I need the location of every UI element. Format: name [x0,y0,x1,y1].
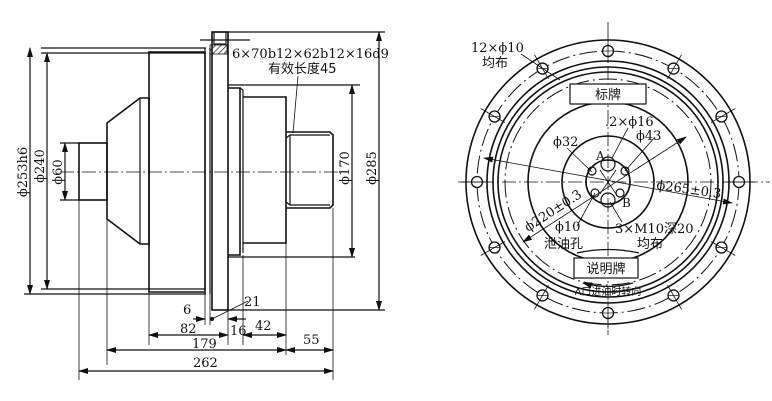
spline-spec: 6×70b12×62b12×16d9 [232,47,389,62]
dim-phi253h6: ϕ253h6 [16,147,31,197]
bolt-hole-radial [710,241,736,256]
port-holes-spec: .2×ϕ16 [605,115,654,130]
flange [200,31,385,311]
dim-phi240: ϕ240 [33,149,48,183]
nameplate: 标牌 [569,83,647,105]
end-view: A B 12×ϕ10 均布 .2×ϕ16 ϕ43 ϕ32 [458,22,770,335]
spline-note: 6×70b12×62b12×16d9 有效长度45 [232,47,389,134]
port-a-label: A [595,149,605,163]
bolt-hole-radial [667,54,682,80]
bolt-hole-radial [480,108,506,123]
side-view: ϕ253h6 ϕ240 ϕ60 ϕ170 ϕ285 6×70b12×62b12×… [16,31,389,380]
main-body [24,47,211,295]
diameter-dimensions-right: ϕ170 ϕ285 [228,31,385,311]
dim-55: 55 [303,333,320,348]
center-ports: A B [587,149,631,210]
rotation-indicator: A口进油时转向 [575,248,642,298]
dim-262: 262 [193,356,218,371]
dim-phi285: ϕ285 [365,151,380,185]
bolt-holes-uniform: 均布 [482,56,508,71]
threaded-holes-spec: 3×M10深20 [615,222,694,237]
bolt-radial-lines [461,35,755,329]
diameter-dimensions-left: ϕ253h6 ϕ240 ϕ60 [16,47,79,295]
spline-effective-length: 有效长度45 [268,61,337,77]
right-boss [228,84,360,258]
drain-hole-label: 泄油孔 [544,237,583,252]
bolt-hole-radial [480,241,506,256]
dim-6: 6 [183,303,191,318]
dim-42: 42 [255,319,272,334]
instruction-plate-label: 说明牌 [586,261,625,277]
dim-phi170: ϕ170 [338,151,353,185]
conical-hub [106,97,150,245]
dim-phi60: ϕ60 [51,159,66,184]
bolt-hole-radial [710,108,736,123]
dim-21: 21 [244,295,261,310]
instruction-plate: 说明牌 [573,257,639,279]
dim-phi32: ϕ32 [553,135,578,150]
bolt-holes-spec: 12×ϕ10 [471,41,524,56]
dim-16: 16 [230,324,247,339]
length-dimensions: 6 21 82 16 42 179 55 262 [78,295,334,374]
splined-shaft [285,131,334,209]
bolt-hole-radial [534,284,549,310]
bolt-hole-radial [534,54,549,80]
rotation-note: A口进油时转向 [575,285,642,298]
left-shaft [78,142,108,201]
bolt-hole-radial [667,284,682,310]
dim-phi43: ϕ43 [636,129,661,144]
nameplate-label: 标牌 [595,87,621,103]
drain-hole-size: ϕ10 [555,220,580,235]
threaded-holes-uniform: 均布 [637,237,663,252]
port-b-label: B [622,196,631,210]
